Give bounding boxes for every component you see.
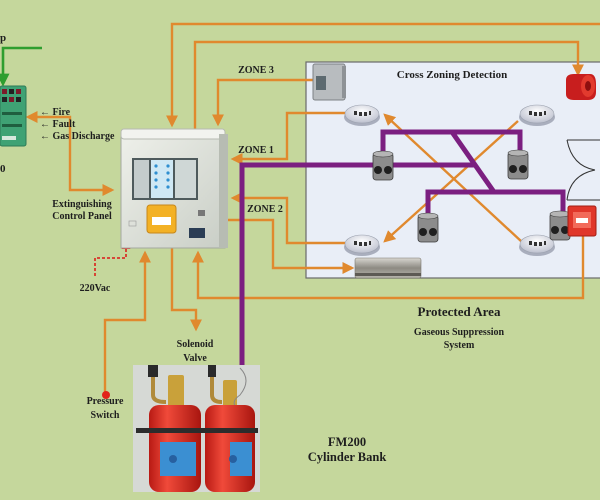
alarm-sounder-icon [566,74,596,100]
zone-1-label: ZONE 1 [238,145,274,156]
wire-panel-to-hvac [228,218,355,274]
wire-zone-2 [230,192,345,245]
door-icon [566,139,600,201]
smoke-detector-zone1-a [344,104,380,126]
wire-external-to-panel [166,22,600,128]
pressure-switch-label-line1: Pressure [87,396,124,407]
wire-solenoid-valve [170,246,202,332]
manual-call-point-icon [567,205,597,237]
zone-control-unit [312,63,346,101]
extinguishing-panel-label-line2: Control Panel [52,211,112,222]
cropped-label-bottom-left: 0 [0,163,6,175]
wire-panel-to-interface [25,111,115,196]
discharge-nozzle [507,149,529,180]
external-signal-line [0,46,42,87]
wire-zone-3 [212,78,314,127]
system-name-line2: System [444,340,475,351]
interface-board [0,85,27,147]
cropped-label-top-left: p [0,32,6,44]
signal-label-fire: ← Fire [40,107,71,118]
cylinder-bank-label-line1: FM200 [328,435,366,449]
signal-label-fault: ← Fault [40,119,76,130]
protected-area-label: Protected Area [418,304,501,319]
solenoid-valve-label-line2: Valve [183,353,207,364]
extinguishing-control-panel [120,128,228,249]
zone-3-label: ZONE 3 [238,65,274,76]
cross-zone-link-b [383,120,519,243]
cross-zoning-title: Cross Zoning Detection [397,69,507,81]
zone-2-label: ZONE 2 [247,204,283,215]
wire-call-point-to-panel [192,236,585,300]
wire-panel-to-sounder [193,40,584,130]
wire-pressure-switch [103,250,151,392]
discharge-pipework [239,129,566,370]
fm200-cylinder-bank [133,365,260,492]
power-feed-220vac [94,240,131,276]
signal-label-gas-discharge: ← Gas Discharge [40,131,115,142]
discharge-nozzle [372,150,394,181]
system-name-line1: Gaseous Suppression [414,327,505,338]
wire-zone-1 [230,111,345,165]
smoke-detector-zone2-a [519,104,555,126]
pressure-switch-label-line2: Switch [91,410,120,421]
solenoid-valve-label-line1: Solenoid [177,339,214,350]
hvac-unit [354,257,422,279]
power-supply-label: 220Vac [80,283,111,294]
smoke-detector-zone1-b [519,234,555,256]
discharge-nozzle [417,212,439,243]
pressure-switch-icon [102,391,110,399]
cylinder-bank-label-line2: Cylinder Bank [308,450,387,464]
smoke-detector-zone2-b [344,234,380,256]
extinguishing-panel-label-line1: Extinguishing [52,199,111,210]
discharge-nozzle [549,210,571,241]
